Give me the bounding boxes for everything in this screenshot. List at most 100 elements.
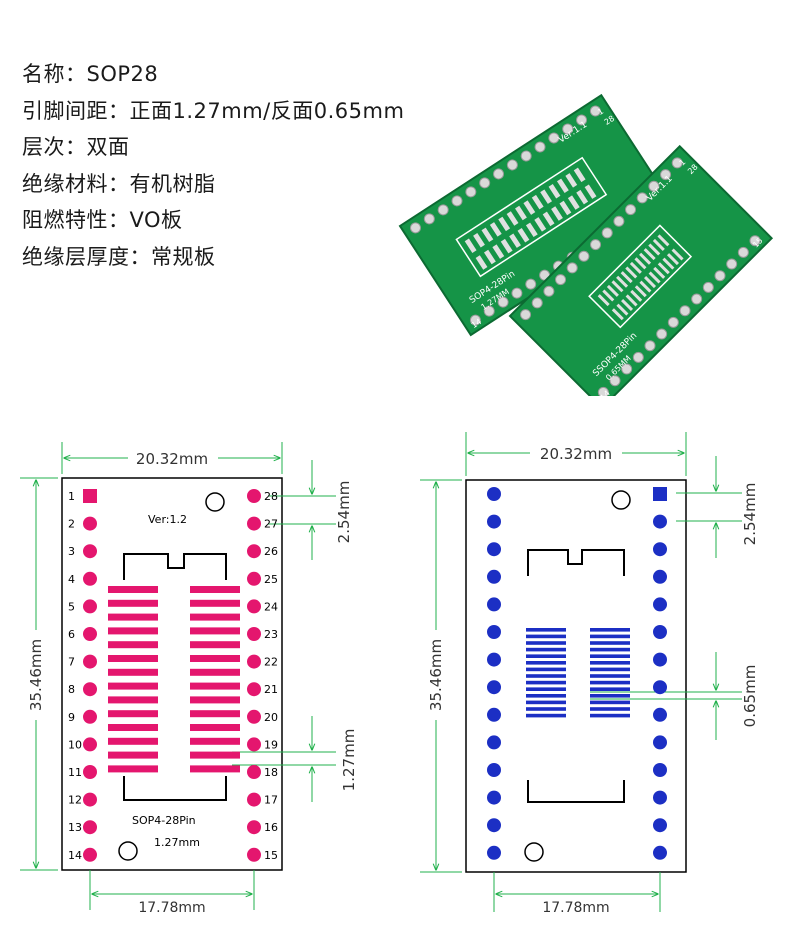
- photo-smd-pad: [648, 271, 661, 284]
- front-pin-number: 24: [264, 600, 278, 613]
- photo-smd-pad: [652, 238, 665, 251]
- front-pin-number: 7: [68, 656, 75, 669]
- photo-through-hole: [531, 297, 543, 309]
- photo-through-hole: [497, 296, 509, 308]
- front-pin-pad: [247, 792, 261, 807]
- front-pin-number: 9: [68, 711, 75, 724]
- front-pin-pad: [247, 571, 261, 586]
- pcb-board-ssop: Ver:1.1 SSOP4-28Pin 0.65MM 1 28 14 15: [508, 144, 774, 396]
- front-smd-pad: [108, 710, 158, 718]
- front-pin-pad: [247, 599, 261, 614]
- back-pin-pad: [487, 514, 501, 529]
- photo-through-hole: [465, 186, 477, 198]
- back-pin-pad: [653, 625, 667, 639]
- front-smd-pad: [108, 613, 158, 621]
- photo-smd-pad: [509, 233, 521, 248]
- back-pin-pad: [653, 763, 667, 777]
- photo-smd-pad: [464, 238, 477, 253]
- front-smd-pad: [108, 655, 158, 662]
- photo-smd-pad: [484, 249, 496, 265]
- back-smd-pad: [526, 628, 566, 632]
- photo-smd-pad: [616, 275, 629, 288]
- photo-through-hole: [410, 222, 422, 234]
- back-mount-hole-top: [611, 490, 631, 510]
- photo-through-hole: [679, 305, 691, 317]
- photo-smd-pad: [606, 284, 619, 297]
- front-smd-pad: [108, 765, 158, 773]
- front-width-label: 20.32mm: [136, 450, 208, 468]
- back-pin-pad: [487, 735, 501, 750]
- photo-through-hole: [511, 287, 523, 299]
- board-a-pin-first: 1: [596, 107, 605, 117]
- photo-smd-pad: [542, 211, 555, 227]
- spec-layers: 层次：双面: [22, 135, 130, 159]
- photo-smd-pad: [630, 289, 643, 302]
- back-smd-pad: [590, 694, 630, 698]
- front-pin-pad: [83, 709, 97, 724]
- back-pin-pad: [487, 818, 501, 833]
- photo-smd-pad: [639, 280, 652, 293]
- back-chip-outline: [527, 549, 625, 803]
- photo-through-hole: [621, 363, 633, 375]
- photo-through-hole: [451, 195, 463, 207]
- front-pin-pad: [83, 544, 97, 559]
- front-pin-number: 13: [68, 821, 82, 834]
- photo-smd-pad: [556, 178, 569, 194]
- photo-smd-pad: [534, 217, 547, 232]
- back-mount-hole-bottom: [524, 842, 544, 862]
- front-smd-pad: [190, 737, 240, 745]
- photo-through-hole: [506, 159, 518, 171]
- front-pin-pad: [83, 847, 97, 862]
- photo-through-hole: [493, 168, 505, 180]
- photo-smd-pad: [475, 255, 488, 270]
- front-pin-pad: [247, 847, 261, 862]
- front-chip-outline: [123, 553, 227, 801]
- photo-smd-pad: [576, 189, 589, 205]
- product-photo: Ver:1.1 SOP4-28Pin 1.27MM 1 28 14 15 Ver…: [398, 93, 774, 396]
- photo-smd-pad: [621, 299, 634, 312]
- technical-drawings: 20.32mm 35.46mm 2.54mm 1.27mm 17.78mm Ve…: [20, 432, 759, 916]
- front-pin-pitch-label: 2.54mm: [335, 481, 353, 544]
- photo-smd-pad: [531, 194, 544, 210]
- spec-thickness: 绝缘层厚度：常规板: [22, 244, 216, 269]
- front-pad-pitch-label: 1.27mm: [340, 729, 358, 792]
- spec-pitch: 引脚间距：正面1.27mm/反面0.65mm: [22, 98, 405, 123]
- back-pin-pad: [487, 790, 501, 805]
- photo-through-hole: [589, 105, 601, 117]
- back-pin-pad: [487, 569, 501, 584]
- front-smd-pad: [108, 641, 158, 649]
- front-pin-number: 5: [68, 600, 75, 613]
- front-smd-pad: [190, 710, 240, 718]
- back-smd-pad: [526, 667, 566, 672]
- front-pin-number: 11: [68, 766, 82, 779]
- back-pad-pitch-label: 0.65mm: [741, 665, 759, 728]
- back-pin-pad: [653, 707, 667, 722]
- front-pin-number: 18: [264, 766, 278, 779]
- photo-through-hole: [648, 180, 660, 192]
- back-drawing: 20.32mm 35.46mm 2.54mm 0.65mm 17.78mm: [420, 432, 759, 916]
- photo-smd-pad: [573, 167, 586, 183]
- back-smd-pad: [526, 687, 566, 691]
- photo-through-hole: [613, 215, 625, 227]
- photo-through-hole: [520, 150, 532, 162]
- back-smd-pad: [590, 700, 630, 705]
- front-pin-number: 20: [264, 711, 278, 724]
- photo-smd-pad: [498, 216, 511, 232]
- photo-through-hole: [543, 285, 555, 297]
- back-pin-pad: [653, 597, 667, 612]
- photo-smd-pad: [540, 189, 553, 204]
- back-smd-pad: [526, 641, 566, 645]
- photo-through-hole: [597, 386, 609, 396]
- back-pin-pad: [487, 763, 501, 777]
- front-smd-pad: [108, 751, 158, 759]
- photo-through-hole: [749, 235, 761, 247]
- photo-smd-pad: [634, 257, 647, 270]
- photo-smd-pad: [639, 252, 652, 265]
- back-smd-pad: [526, 674, 566, 678]
- back-pin-pad: [653, 735, 667, 750]
- photo-smd-pad: [597, 294, 610, 307]
- front-smd-pad: [108, 599, 158, 607]
- front-chip-pitch: 1.27mm: [154, 836, 200, 849]
- front-pin-number: 27: [264, 518, 278, 531]
- photo-smd-pad: [481, 227, 494, 243]
